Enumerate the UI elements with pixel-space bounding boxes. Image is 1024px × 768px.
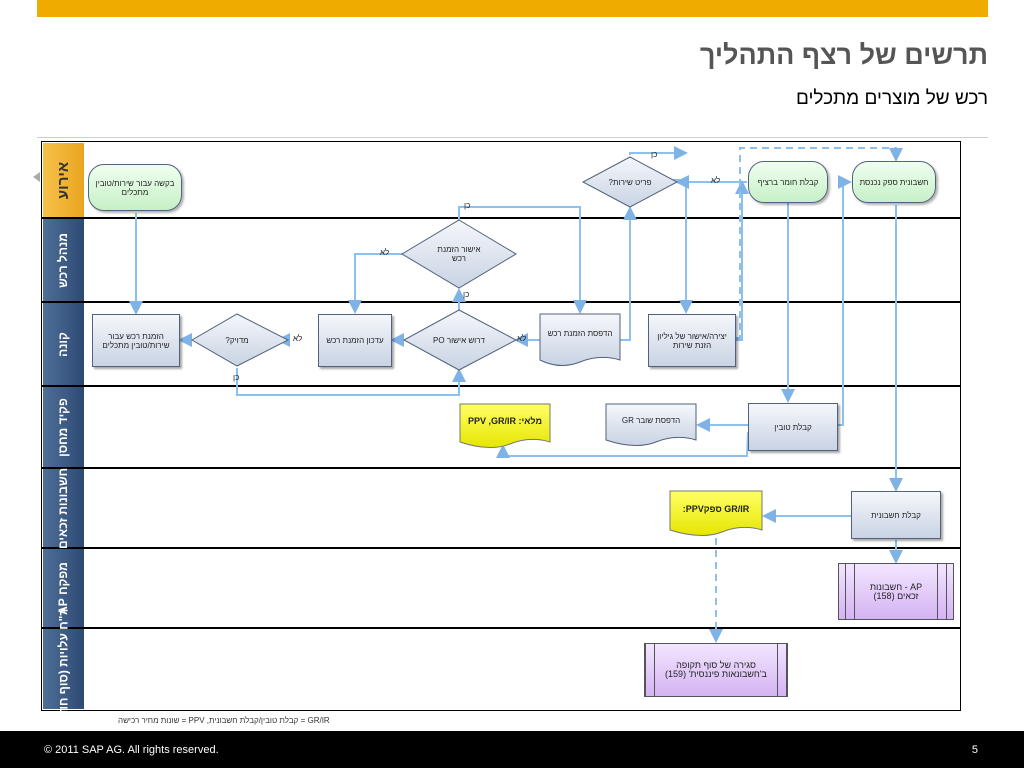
copyright-text: © 2011 SAP AG. All rights reserved. — [44, 744, 219, 756]
doc-gr-print-shape — [605, 403, 697, 446]
node-material-receipt: קבלת חומר ברציף — [748, 161, 828, 203]
decision-accurate: מדויק? — [225, 335, 249, 345]
title-divider — [37, 137, 988, 138]
lane-divider — [41, 217, 961, 219]
lane-label-buyer: קונה — [43, 303, 84, 385]
node-vendor-invoice: חשבונית ספק נכנסת — [852, 161, 936, 203]
node-ap-accounts-label: AP - חשבונות זכאים (158) — [869, 581, 923, 601]
diamond-service-item — [581, 156, 679, 208]
diamond-accurate — [191, 313, 290, 367]
lane-label-accounts-payable: חשבונות זכאים — [43, 467, 84, 549]
doc-grir-shape — [669, 490, 763, 536]
lane-label-ap-supervisor: מפקח AP — [43, 549, 84, 627]
diamond-po-approval — [401, 219, 517, 289]
lane-divider — [41, 467, 961, 469]
lane-divider — [41, 385, 961, 387]
node-po-update: עדכון הזמנת רכש — [318, 314, 392, 367]
node-invoice-receipt: קבלת חשבונית — [851, 491, 941, 539]
edge-label-no: לא — [380, 248, 390, 257]
subprocess-bar — [937, 564, 947, 619]
diamond-approval-needed — [402, 309, 518, 371]
lane-divider — [41, 627, 961, 629]
node-ap-accounts: AP - חשבונות זכאים (158) — [838, 563, 954, 620]
left-tab-arrow-icon — [33, 172, 40, 182]
edge-label-no: לא — [293, 334, 303, 343]
top-accent-bar — [37, 0, 988, 17]
swimlane-diagram-frame — [41, 141, 961, 711]
node-po-create: הזמנת רכש עבור שירות/טובין מתכלים — [92, 314, 180, 367]
footnote: GR/IR = קבלת טובין/קבלת חשבונית, PPV = ש… — [118, 716, 330, 725]
edge-label-yes: כן — [463, 290, 470, 299]
lane-label-event: אירוע — [43, 143, 84, 217]
decision-service-item: פריט שירות? — [608, 177, 652, 187]
doc-stock-shape — [459, 403, 551, 448]
edge-label-yes: כן — [464, 201, 471, 210]
lane-divider — [41, 547, 961, 549]
lane-label-purchasing-manager: מנהל רכש — [43, 219, 84, 301]
edge-label-yes: כן — [651, 150, 658, 159]
node-request: בקשה עבור שירות/טובין מתכלים — [88, 164, 182, 211]
lane-label-cost-accountant: ר"ח עלויות (סוף חודש) — [43, 608, 84, 730]
edge-label-yes: כן — [233, 373, 240, 382]
node-service-sheet: יצירה/אישור של גיליון הזנת שירות — [648, 314, 736, 367]
node-goods-receipt: קבלת טובין — [748, 403, 838, 451]
edge-label-no: לא — [517, 334, 527, 343]
page-number: 5 — [971, 744, 978, 756]
node-period-close-label: סגירה של סוף תקופה ב'חשבונאות פיננסית' (… — [665, 660, 767, 679]
decision-po-approval: אישור הזמנת רכש — [437, 245, 481, 263]
decision-approval-needed: דרוש אישור PO — [433, 335, 485, 345]
slide-title: תרשים של רצף התהליך — [699, 40, 988, 70]
footer-bar — [0, 731, 1024, 768]
node-grir-doc: GR/IR ספקPPV: — [682, 503, 750, 514]
node-stock-doc: מלאי: PPV ,GR/IR — [468, 415, 542, 426]
slide-subtitle: רכש של מוצרים מתכלים — [795, 88, 988, 109]
doc-po-print-shape — [539, 313, 621, 366]
subprocess-bar — [645, 644, 655, 696]
lane-label-warehouse-clerk: פקיד מחסן — [43, 387, 84, 467]
node-period-close: סגירה של סוף תקופה ב'חשבונאות פיננסית' (… — [644, 643, 788, 697]
edge-label-no: לא — [711, 176, 721, 185]
lane-divider — [41, 301, 961, 303]
subprocess-bar — [845, 564, 855, 619]
node-po-print: הדפסת הזמנת רכש — [547, 328, 613, 338]
node-gr-print: הדפסת שובר GR — [621, 415, 681, 425]
subprocess-bar — [777, 644, 787, 696]
